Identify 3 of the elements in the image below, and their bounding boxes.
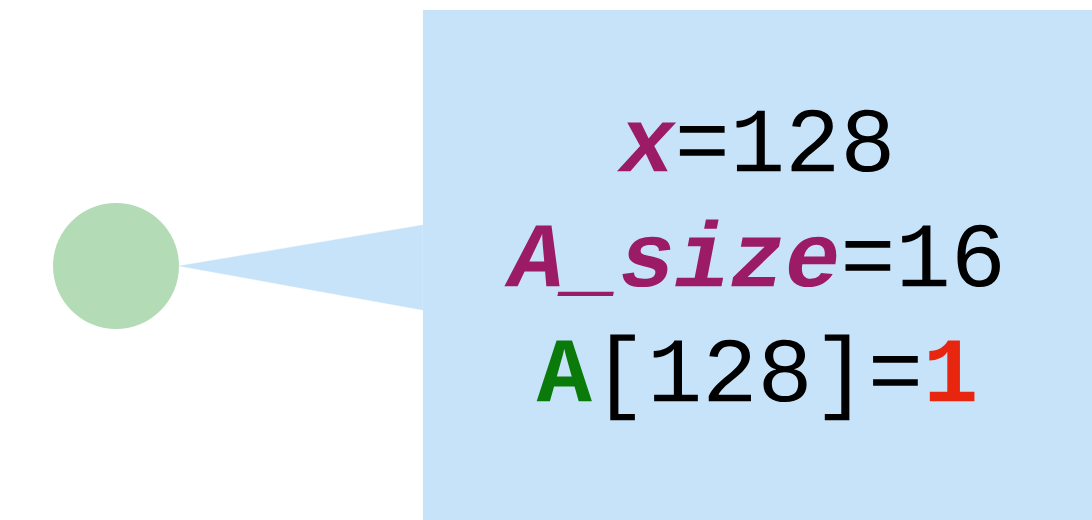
circle-marker <box>53 203 179 329</box>
callout-tail <box>179 224 423 311</box>
callout-box: x=128 A_size=16 A [128]=1 <box>423 10 1092 520</box>
